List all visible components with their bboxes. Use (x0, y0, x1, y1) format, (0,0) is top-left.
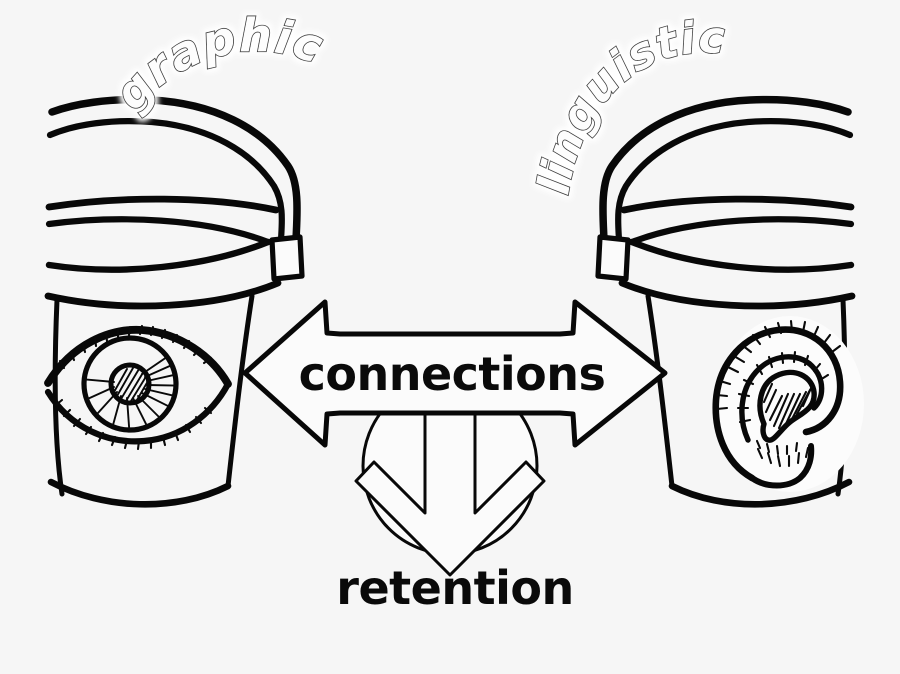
eye-lashes-lower (54, 398, 213, 451)
ear-concha (757, 369, 817, 443)
left-bucket-rim-top (45, 195, 280, 214)
ear-antihelix (739, 354, 825, 443)
ear-concha-hatch (762, 382, 814, 430)
left-bucket-side-left (52, 297, 65, 497)
connections-label: connections (299, 347, 606, 401)
right-bucket-opening (628, 238, 855, 273)
right-handle-bracket (595, 234, 631, 282)
ear-outer-helix (712, 326, 844, 482)
ear-lobe-hatch (755, 439, 810, 468)
eye-icon (44, 324, 232, 451)
right-bucket-group (595, 95, 864, 508)
eye-pupil (108, 362, 152, 406)
right-bucket-rim-bottom (618, 279, 856, 310)
eye-lashes-upper (58, 324, 213, 370)
eye-pupil-hatch (113, 367, 150, 402)
left-bucket-rim-inner-top (45, 216, 272, 246)
left-bucket-side-right (225, 293, 255, 489)
right-bucket-rim-top (620, 195, 855, 214)
ear-antihelix-hatch (736, 350, 830, 424)
graphic-label-group: graphic (102, 7, 330, 121)
left-bucket-rim-bottom (44, 279, 282, 310)
right-bucket-side-left (645, 293, 675, 489)
ear-lobe (749, 443, 815, 489)
graphic-label: graphic (103, 8, 330, 120)
right-bucket-bottom (668, 478, 853, 508)
right-bucket-handle-inner (615, 118, 854, 244)
left-bucket-group (44, 95, 305, 508)
left-bucket-opening (45, 238, 272, 273)
connections-arrow-shape (242, 299, 668, 448)
ear-helix-hatch (715, 319, 842, 411)
left-handle-bracket (269, 234, 305, 282)
right-bucket-handle-outer (599, 95, 852, 244)
retention-down-arrow (354, 390, 546, 577)
right-bucket-rim-inner-top (628, 216, 855, 246)
ear-icon (712, 316, 864, 492)
down-arrow-in-circle-icon (354, 376, 546, 577)
left-bucket-bottom (47, 478, 232, 508)
left-bucket-handle-outer (48, 95, 301, 244)
retention-label: retention (336, 561, 573, 615)
double-headed-arrow-icon (242, 299, 668, 448)
left-bucket-handle-inner (46, 118, 285, 244)
eye-lower-lid (44, 380, 232, 445)
